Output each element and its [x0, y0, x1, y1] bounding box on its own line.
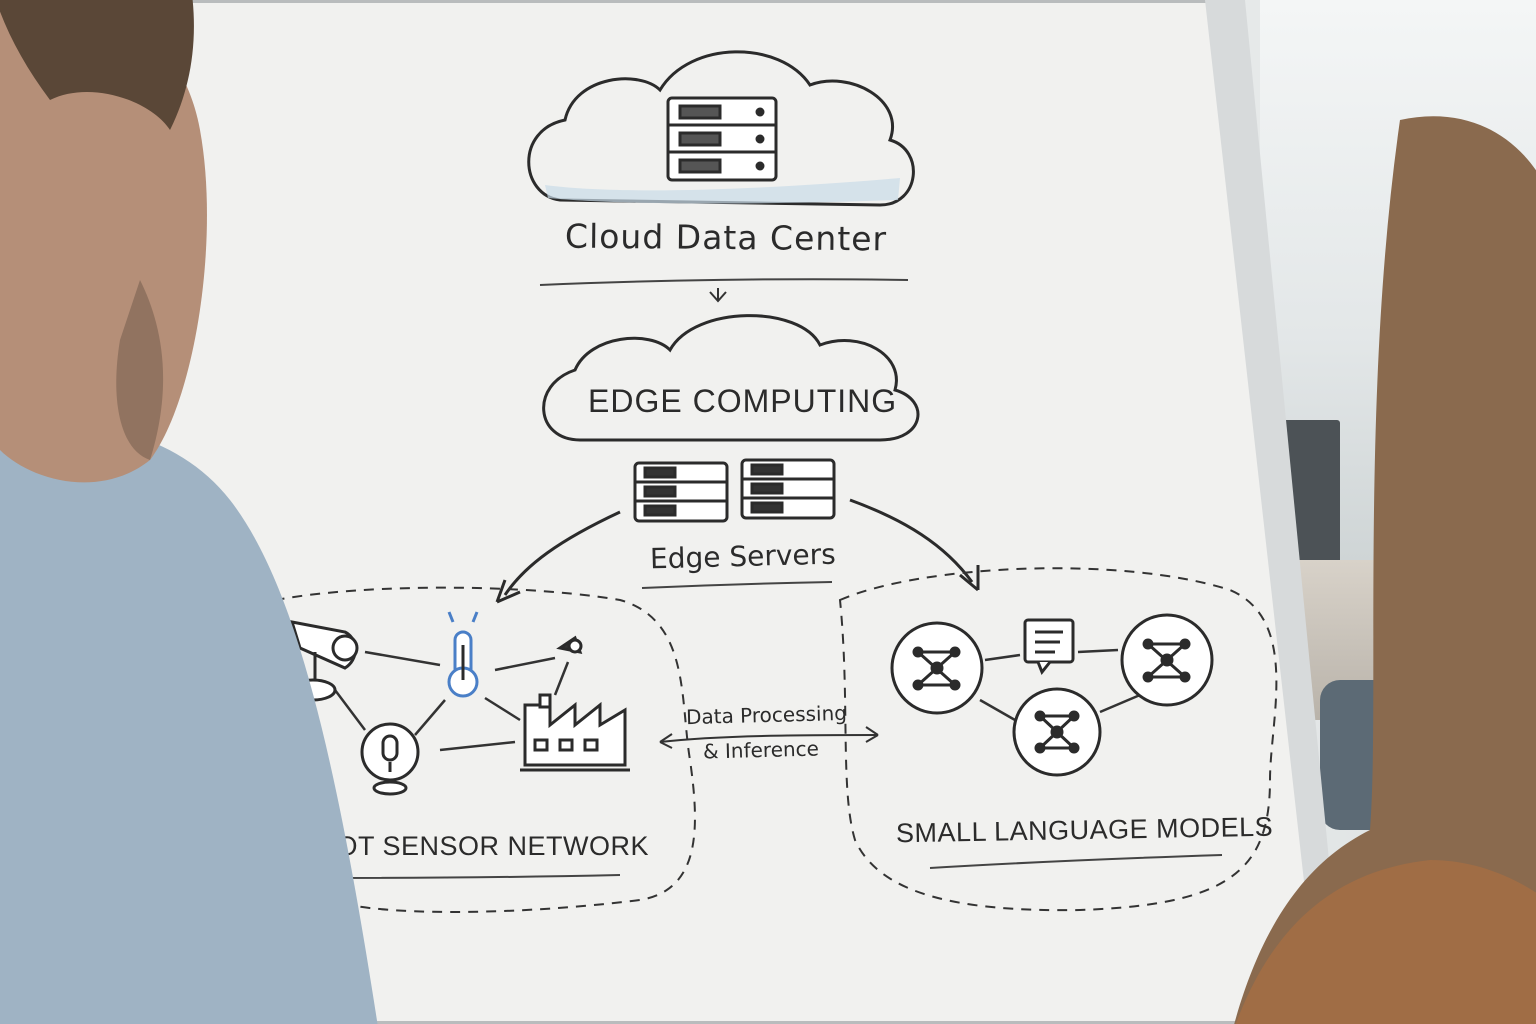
edge-computing-label: EDGE COMPUTING — [588, 383, 897, 420]
server-rack-icon — [668, 98, 776, 180]
data-processing-label: Data Processing — [686, 701, 847, 729]
neural-network-icon — [892, 623, 982, 713]
neural-network-icon — [1014, 689, 1100, 775]
small-language-models-label: SMALL LANGUAGE MODELS — [896, 812, 1274, 850]
person-left-silhouette — [0, 0, 380, 1024]
cloud-data-center-label: Cloud Data Center — [565, 217, 887, 259]
person-right-silhouette — [1230, 100, 1536, 1024]
edge-servers-label: Edge Servers — [650, 538, 837, 576]
inference-label: & Inference — [703, 736, 820, 763]
neural-network-icon — [1122, 615, 1212, 705]
server-rack-icon — [742, 460, 834, 518]
server-rack-icon — [635, 463, 727, 521]
